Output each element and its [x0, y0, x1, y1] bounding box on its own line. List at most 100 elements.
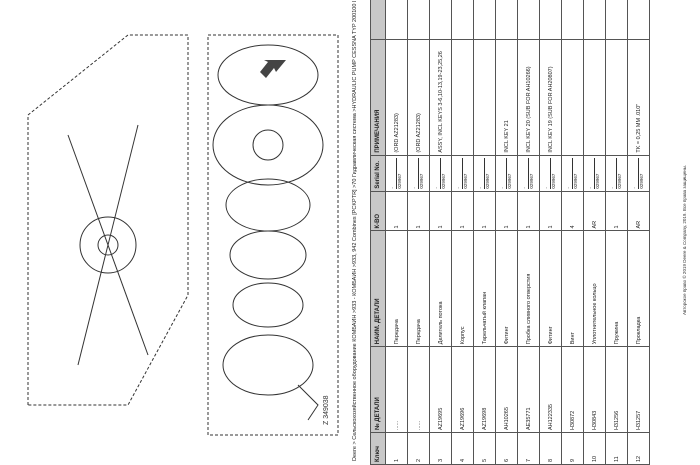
cell-quantity: 4: [561, 191, 584, 231]
cell-notes: [605, 39, 628, 156]
cell-extra: [495, 0, 518, 40]
cell-quantity: 1: [451, 191, 474, 231]
cell-quantity: AR: [627, 191, 650, 231]
cell-quantity: 1: [605, 191, 628, 231]
exploded-parts-diagram: Z 349038: [27, 34, 339, 436]
cell-part-name: Уплотнительное кольцо: [583, 231, 606, 347]
copyright-notice: Авторское право © 2019 Deere & Company, …: [682, 164, 687, 315]
cell-serial: -029967: [539, 155, 562, 192]
cell-notes: ASSY, INCL KEYS 3-6,10-13,19-23,25,26: [429, 39, 452, 156]
cell-key: 7: [517, 432, 540, 465]
cell-notes: (ORD AZ21283): [407, 39, 430, 156]
cell-quantity: 1: [385, 191, 408, 231]
cell-extra: [605, 0, 628, 40]
cell-extra: [539, 0, 562, 40]
cell-serial: -029967: [517, 155, 540, 192]
serial-end: 029967: [418, 157, 425, 189]
cell-extra: [451, 0, 474, 40]
parts-table: Ключ № ДЕТАЛИ НАИМ. ДЕТАЛИ К-ВО Serial N…: [370, 0, 650, 465]
cell-extra: [517, 0, 540, 40]
cell-part-number: ......: [407, 346, 430, 433]
cell-quantity: 1: [473, 191, 496, 231]
cell-part-number: AE35771: [517, 346, 540, 433]
cell-part-name: Фитинг: [539, 231, 562, 347]
cell-notes: INCL KEY 19 (SUB FOR AH20807): [539, 39, 562, 156]
cell-quantity: 1: [539, 191, 562, 231]
cell-part-name: Делитель потока: [429, 231, 452, 347]
cell-notes: [561, 39, 584, 156]
cell-part-number: H30843: [583, 346, 606, 433]
cell-notes: TK = 0,25 MM .010": [627, 39, 650, 156]
serial-end: 029967: [550, 157, 557, 189]
cell-notes: (ORD AZ21283): [385, 39, 408, 156]
cell-serial: -029967: [407, 155, 430, 192]
serial-end: 029967: [594, 157, 601, 189]
cell-key: 5: [473, 432, 496, 465]
cell-notes: [451, 39, 474, 156]
cell-notes: [583, 39, 606, 156]
cell-part-number: H31257: [627, 346, 650, 433]
cell-key: 10: [583, 432, 606, 465]
serial-end: 029967: [484, 157, 491, 189]
cell-extra: [561, 0, 584, 40]
cell-part-number: AH122335: [539, 346, 562, 433]
table-header-row: Ключ № ДЕТАЛИ НАИМ. ДЕТАЛИ К-ВО Serial N…: [370, 0, 386, 465]
header-extra: [370, 0, 386, 40]
serial-end: 029967: [572, 157, 579, 189]
cell-key: 11: [605, 432, 628, 465]
serial-end: 029967: [506, 157, 513, 189]
cell-part-name: Пружина: [605, 231, 628, 347]
cell-quantity: 1: [429, 191, 452, 231]
header-part-number: № ДЕТАЛИ: [370, 346, 386, 433]
cell-part-number: AZ19695: [429, 346, 452, 433]
serial-end: 029967: [638, 157, 645, 189]
cell-extra: [407, 0, 430, 40]
cell-key: 9: [561, 432, 584, 465]
cell-quantity: AR: [583, 191, 606, 231]
cell-quantity: 1: [495, 191, 518, 231]
serial-end: 029967: [440, 157, 447, 189]
cell-serial: -029967: [385, 155, 408, 192]
cell-part-name: Фитинг: [495, 231, 518, 347]
cell-serial: -029967: [429, 155, 452, 192]
cell-quantity: 1: [517, 191, 540, 231]
cell-key: 2: [407, 432, 430, 465]
cell-part-number: H30872: [561, 346, 584, 433]
cell-serial: -029967: [605, 155, 628, 192]
cell-part-name: Передача: [407, 231, 430, 347]
cell-part-number: AZ19696: [451, 346, 474, 433]
cell-part-number: AH10265: [495, 346, 518, 433]
cell-part-name: Передача: [385, 231, 408, 347]
cell-part-name: Винт: [561, 231, 584, 347]
cell-part-name: Прокладка: [627, 231, 650, 347]
cell-notes: [473, 39, 496, 156]
cell-part-number: AZ19698: [473, 346, 496, 433]
cell-extra: [583, 0, 606, 40]
cell-quantity: 1: [407, 191, 430, 231]
cell-serial: -029967: [451, 155, 474, 192]
cell-key: 8: [539, 432, 562, 465]
header-quantity: К-ВО: [370, 191, 386, 231]
header-key: Ключ: [370, 432, 386, 465]
cell-part-number: ......: [385, 346, 408, 433]
cell-notes: INCL KEY 21: [495, 39, 518, 156]
diagram-ref-label: Z 349038: [323, 395, 330, 425]
cell-key: 3: [429, 432, 452, 465]
header-part-name: НАИМ. ДЕТАЛИ: [370, 231, 386, 347]
cell-key: 4: [451, 432, 474, 465]
cell-part-name: Тарельчатый клапан: [473, 231, 496, 347]
cell-notes: INCL KEY 20 (SUB FOR AH10266): [517, 39, 540, 156]
serial-end: 029967: [616, 157, 623, 189]
breadcrumb: Deere > Сельскохозяйственное оборудовани…: [352, 1, 358, 461]
